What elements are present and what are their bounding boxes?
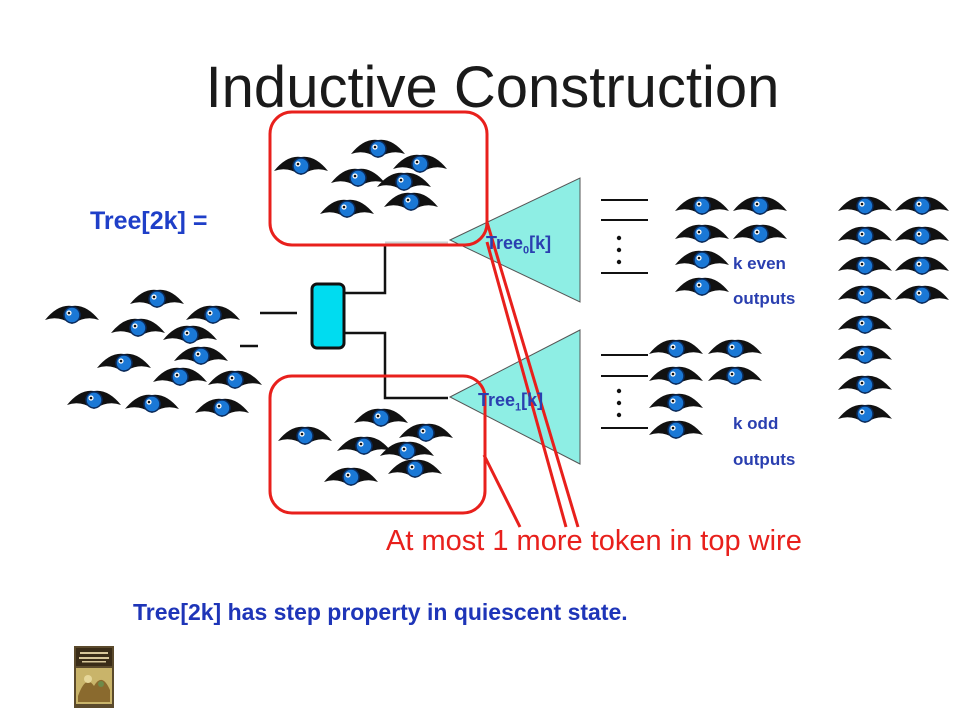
conclusion-text: Tree[2k] has step property in quiescent … xyxy=(133,599,628,625)
even-output-tokens xyxy=(674,196,788,297)
even-outputs-label-line2: outputs xyxy=(733,289,796,308)
book-cover-icon xyxy=(74,646,114,708)
callout-text: At most 1 more token in top wire xyxy=(386,525,802,557)
tree1-label: Tree1[k] xyxy=(478,390,543,414)
even-outputs-label-line1: k even xyxy=(733,254,786,273)
tree0-label-sub: 0 xyxy=(523,244,530,257)
balancer xyxy=(310,282,346,350)
input-tokens xyxy=(44,289,263,418)
tree0-triangle xyxy=(448,177,581,303)
bottom-box-tokens xyxy=(277,408,454,487)
tree1-label-sub: 1 xyxy=(515,401,522,414)
callout-pointers xyxy=(482,221,580,528)
top-box-tokens xyxy=(273,139,448,219)
slide-title: Inductive Construction xyxy=(205,55,780,120)
output-wires xyxy=(601,199,648,429)
output-ellipsis xyxy=(616,235,622,418)
step-output-tokens xyxy=(837,196,950,424)
tree0-label: Tree0[k] xyxy=(486,233,551,257)
tree0-label-prefix: Tree xyxy=(486,233,524,253)
tree1-label-prefix: Tree xyxy=(478,390,516,410)
tree0-label-suffix: [k] xyxy=(529,233,552,253)
top-callout-box xyxy=(268,110,489,247)
odd-outputs-label-line1: k odd xyxy=(733,414,779,433)
tree1-triangle xyxy=(448,329,581,465)
tree1-label-suffix: [k] xyxy=(521,390,544,410)
odd-outputs-label-line2: outputs xyxy=(733,450,796,469)
bottom-callout-box xyxy=(268,374,487,515)
tree-2k-label: Tree[2k] = xyxy=(90,207,208,235)
